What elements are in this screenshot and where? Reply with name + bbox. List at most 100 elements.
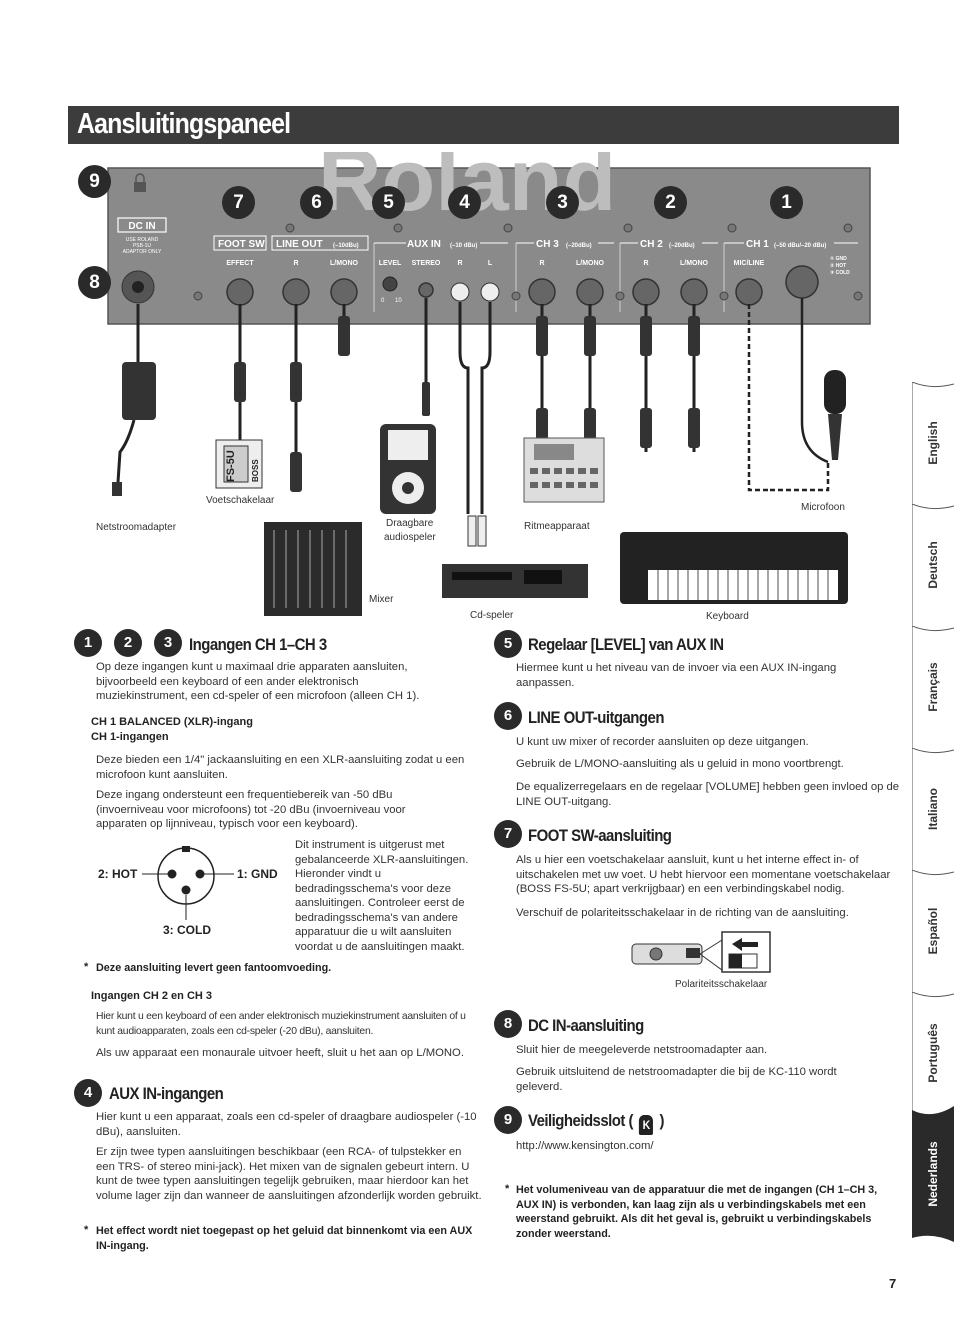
knob-max: 10: [395, 298, 402, 304]
tab-nederlands[interactable]: Nederlands: [912, 1106, 954, 1242]
text-aux-2: Er zijn twee typen aansluitingen beschik…: [96, 1146, 482, 1202]
label-microfoon: Microfoon: [801, 502, 845, 513]
badge-2: 2: [114, 629, 142, 657]
label-cdspeler: Cd-speler: [470, 610, 514, 621]
ch1-jack: [735, 278, 763, 306]
ch3-header: CH 3: [536, 239, 559, 250]
text-aux-1: Hier kunt u een apparaat, zoals een cd-s…: [96, 1111, 477, 1138]
ch2-r-jack: [632, 278, 660, 306]
security-slot-icon: [134, 173, 146, 192]
aux-in-header: AUX IN: [407, 239, 441, 250]
title-bar: Aansluitingspaneel: [68, 106, 899, 144]
star-phantom: *: [84, 961, 89, 973]
badge-7: 7: [494, 820, 522, 848]
microphone: [824, 370, 846, 460]
subheading-ch1-ingangen: CH 1-ingangen: [91, 731, 169, 743]
mixer: [264, 522, 362, 616]
badge-1: 1: [74, 629, 102, 657]
tab-portugues[interactable]: Português: [912, 992, 954, 1114]
dcin-sub-1: USE ROLAND: [126, 237, 159, 243]
line-out-db: (–10dBu): [333, 243, 359, 249]
xlr-gnd-label: 1: GND: [237, 867, 278, 881]
label-aux-r: R: [457, 260, 462, 267]
ch1-db: (–50 dBu/–20 dBu): [774, 243, 826, 249]
aux-rca-r: [450, 282, 470, 302]
ac-adapter: [122, 362, 156, 420]
label-ch2-l: L/MONO: [680, 260, 709, 267]
footswitch-brand: BOSS: [251, 459, 260, 482]
text-ch1-range: Deze ingang ondersteunt een frequentiebe…: [96, 789, 406, 830]
subheading-ch1-balanced: CH 1 BALANCED (XLR)-ingang: [91, 716, 253, 728]
tab-espanol[interactable]: Español: [912, 870, 954, 992]
label-ritmeapparaat: Ritmeapparaat: [524, 521, 590, 532]
page-title: Aansluitingspaneel: [77, 108, 291, 140]
kensington-url[interactable]: http://www.kensington.com/: [516, 1140, 654, 1152]
heading-footsw: FOOT SW-aansluiting: [528, 826, 672, 845]
heading-ingangen: Ingangen CH 1–CH 3: [189, 635, 327, 654]
label-lineout-l: L/MONO: [330, 260, 359, 267]
footswitch-model: FS-5U: [225, 450, 237, 482]
label-mixer: Mixer: [369, 594, 394, 605]
diagram-badge-9: 9: [78, 165, 111, 198]
badge-4: 4: [74, 1079, 102, 1107]
label-draagbare-2: audiospeler: [384, 532, 436, 543]
text-mono: Als uw apparaat een monaurale uitvoer he…: [96, 1047, 464, 1059]
label-level: LEVEL: [379, 260, 402, 267]
foot-sw-jack: [226, 278, 254, 306]
tab-francais[interactable]: Français: [912, 626, 954, 748]
star-volume: *: [505, 1183, 510, 1195]
portable-audio-player: [380, 424, 436, 514]
xlr-wiring-diagram: [142, 846, 234, 920]
heading-dcin: DC IN-aansluiting: [528, 1016, 644, 1035]
text-ingangen-intro: Op deze ingangen kunt u maximaal drie ap…: [96, 661, 420, 702]
xlr-pin-hot: ② HOT: [830, 263, 846, 269]
ch1-header: CH 1: [746, 239, 769, 250]
text-footsw-1: Als u hier een voetschakelaar aansluit, …: [516, 854, 891, 895]
xlr-cold-label: 3: COLD: [163, 923, 211, 937]
tab-english[interactable]: English: [912, 382, 954, 504]
label-netstroomadapter: Netstroomadapter: [96, 522, 177, 533]
dcin-sub-3: ADAPTOR ONLY: [123, 249, 162, 255]
diagram-badge-8: 8: [78, 266, 111, 299]
line-out-l-jack: [330, 278, 358, 306]
diagram-badge-6: 6: [300, 186, 333, 219]
label-effect: EFFECT: [226, 260, 254, 267]
cd-player: [442, 515, 588, 598]
label-stereo: STEREO: [412, 260, 441, 267]
text-level: Hiermee kunt u het niveau van de invoer …: [516, 662, 837, 689]
text-dcin-1: Sluit hier de meegeleverde netstroomadap…: [516, 1044, 768, 1056]
text-lineout-2: Gebruik de L/MONO-aansluiting als u gelu…: [516, 758, 844, 770]
aux-in-db: (–10 dBu): [450, 243, 477, 249]
text-footsw-2: Verschuif de polariteitsschakelaar in de…: [516, 907, 849, 919]
badge-9: 9: [494, 1106, 522, 1134]
label-voetschakelaar: Voetschakelaar: [206, 495, 275, 506]
line-out-r-jack: [282, 278, 310, 306]
label-polariteit: Polariteitsschakelaar: [675, 979, 768, 990]
diagram-badge-5: 5: [372, 186, 405, 219]
xlr-pin-cold: ③ COLD: [830, 270, 850, 276]
label-draagbare-1: Draagbare: [386, 518, 434, 529]
tab-deutsch[interactable]: Deutsch: [912, 504, 954, 626]
tab-italiano[interactable]: Italiano: [912, 748, 954, 870]
text-ch1-jack: Deze bieden een 1/4" jackaansluiting en …: [96, 754, 465, 781]
ch3-r-jack: [528, 278, 556, 306]
dcin-label: DC IN: [128, 221, 155, 232]
label-ch3-l: L/MONO: [576, 260, 605, 267]
badge-5: 5: [494, 630, 522, 658]
aux-level-knob[interactable]: [382, 276, 398, 292]
label-keyboard: Keyboard: [706, 611, 749, 622]
line-out-header: LINE OUT: [276, 239, 323, 250]
kensington-icon: K: [639, 1115, 654, 1135]
star-effect: *: [84, 1224, 89, 1236]
heading-level: Regelaar [LEVEL] van AUX IN: [528, 635, 724, 654]
label-aux-l: L: [488, 260, 493, 267]
xlr-hot-label: 2: HOT: [98, 867, 138, 881]
ch3-db: (–20dBu): [566, 243, 592, 249]
aux-stereo-minijack: [418, 282, 434, 298]
note-phantom: Deze aansluiting levert geen fantoomvoed…: [96, 962, 332, 974]
text-dcin-2: Gebruik uitsluitend de netstroomadapter …: [516, 1066, 837, 1093]
text-lineout-3: De equalizerregelaars en de regelaar [VO…: [516, 781, 900, 808]
page-number: 7: [889, 1276, 897, 1291]
knob-min: 0: [381, 298, 385, 304]
rhythm-machine: [523, 437, 605, 503]
